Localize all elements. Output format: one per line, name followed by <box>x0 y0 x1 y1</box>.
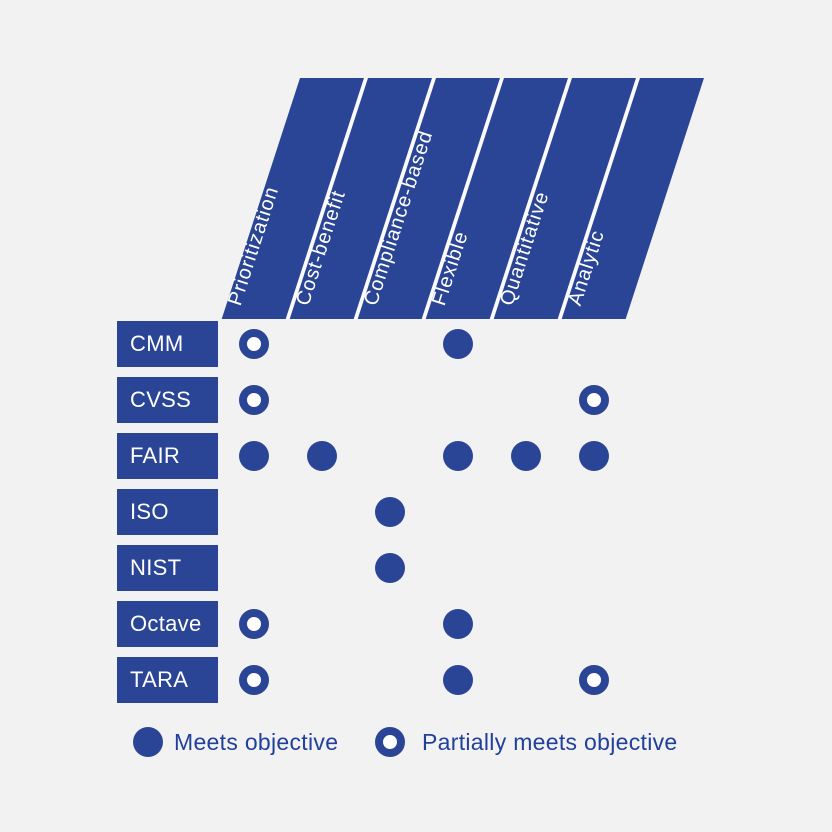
matrix-dot-full <box>443 665 473 695</box>
matrix-dot-partial <box>239 329 269 359</box>
meets-objective-label: Meets objective <box>174 729 339 755</box>
row-label-box: TARA <box>117 657 218 703</box>
row-label-box: NIST <box>117 545 218 591</box>
partially-meets-objective-ring-icon <box>375 727 405 757</box>
matrix-dot-partial <box>239 609 269 639</box>
matrix-dot-full <box>375 497 405 527</box>
row-label-box: CVSS <box>117 377 218 423</box>
matrix-dot-full <box>443 441 473 471</box>
matrix-dot-partial <box>239 385 269 415</box>
matrix-dot-partial <box>579 665 609 695</box>
matrix-dot-full <box>239 441 269 471</box>
row-label-box: Octave <box>117 601 218 647</box>
matrix-dot-partial <box>579 385 609 415</box>
matrix-dot-full <box>375 553 405 583</box>
matrix-dot-full <box>307 441 337 471</box>
row-label-box: FAIR <box>117 433 218 479</box>
column-header-banner <box>221 78 705 319</box>
matrix-dot-full <box>443 609 473 639</box>
matrix-dot-full <box>443 329 473 359</box>
matrix-dot-full <box>511 441 541 471</box>
row-label-box: ISO <box>117 489 218 535</box>
matrix-dot-full <box>579 441 609 471</box>
partially-meets-objective-label: Partially meets objective <box>422 729 678 755</box>
meets-objective-dot-icon <box>133 727 163 757</box>
row-label-box: CMM <box>117 321 218 367</box>
matrix-dot-partial <box>239 665 269 695</box>
